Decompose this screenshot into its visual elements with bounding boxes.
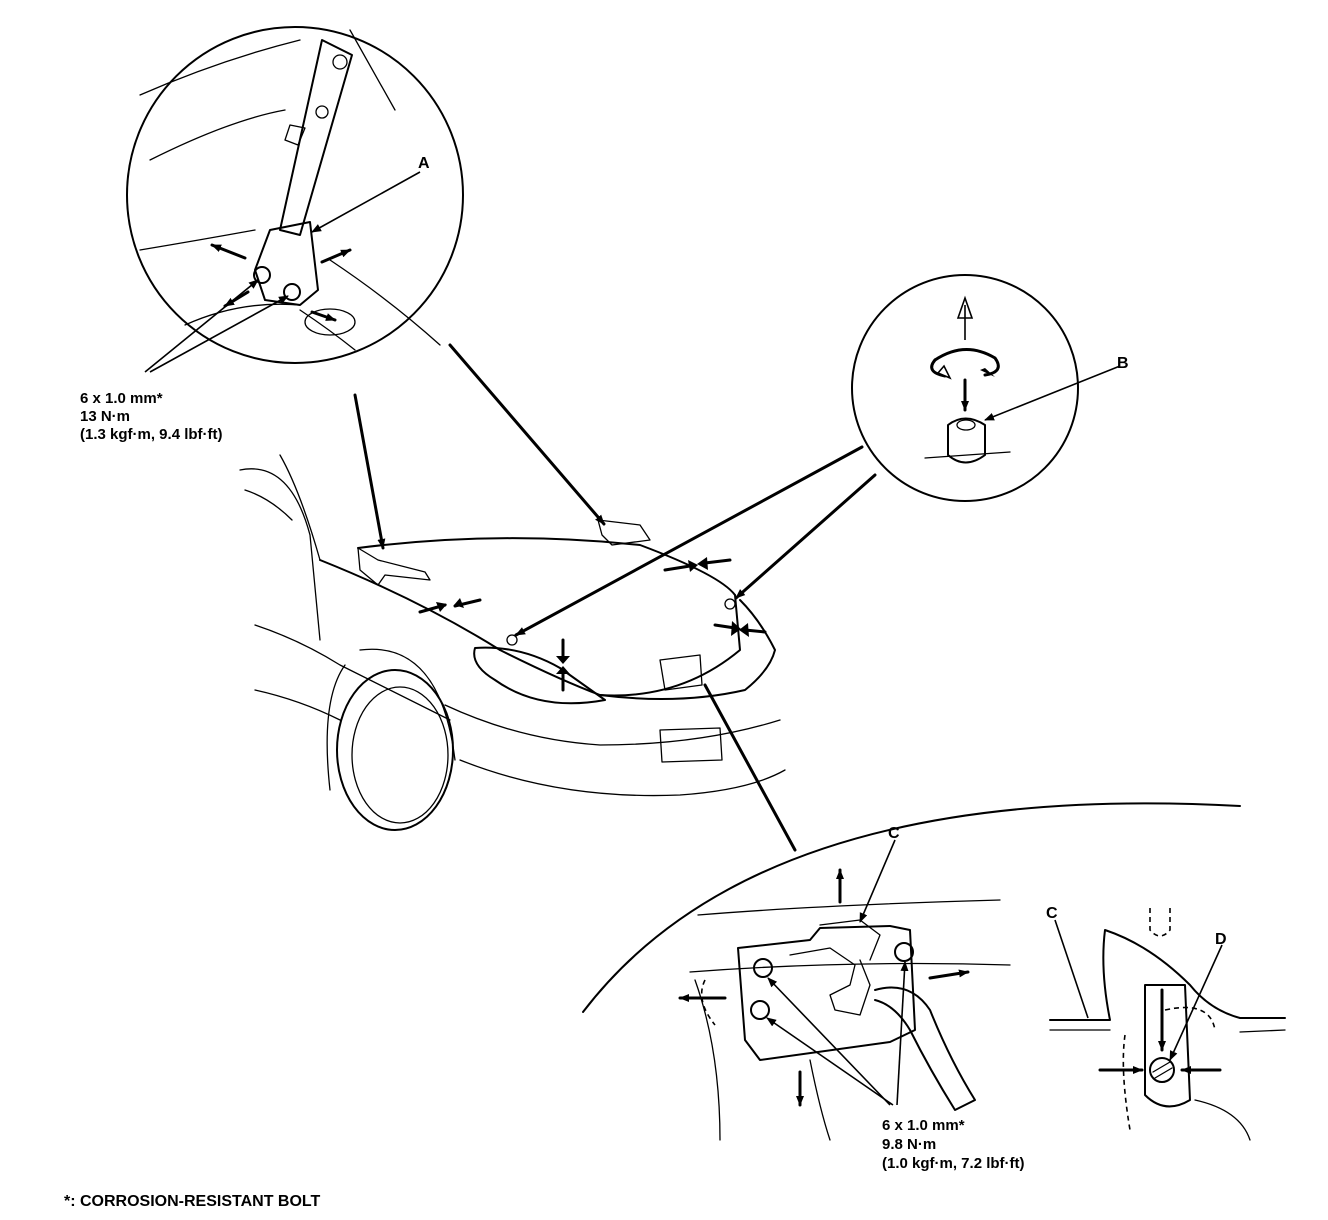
vehicle-front-view	[239, 454, 786, 831]
adjust-arrow-icon	[320, 248, 352, 264]
hood	[357, 537, 736, 596]
hood-striker	[1144, 984, 1191, 1108]
latch-bolt-size: 6 x 1.0 mm*	[882, 1117, 965, 1134]
hood-bumper-B	[947, 417, 986, 464]
hinge-arm	[279, 39, 353, 236]
callout-D-label: D	[1215, 931, 1227, 948]
striker-detail-view	[1049, 908, 1286, 1141]
right-arrow-icon	[928, 969, 970, 980]
callout-C-detail-label: C	[1046, 905, 1058, 922]
hinge-bolt-1	[253, 266, 271, 284]
hinge-detail-view	[126, 26, 464, 373]
hinge-bolt-torque: 13 N·m	[80, 408, 130, 425]
latch-bolt-torque: 9.8 N·m	[882, 1136, 936, 1153]
callout-C-detail-leader	[1054, 919, 1089, 1019]
hinge-bolt-torque-alt: (1.3 kgf·m, 9.4 lbf·ft)	[80, 426, 223, 443]
latch-bolt-1	[753, 958, 773, 978]
latch-bolt-2	[750, 1000, 770, 1020]
callout-C-leader	[859, 839, 896, 923]
latch-detail-view	[582, 802, 1241, 1141]
adjust-arrow-icon	[310, 310, 337, 322]
gap-arrows-icon	[663, 558, 732, 572]
footnote: *: CORROSION-RESISTANT BOLT	[64, 1193, 321, 1210]
hinge-bolt-size: 6 x 1.0 mm*	[80, 390, 163, 407]
callout-B-label: B	[1117, 355, 1129, 372]
hood-latch-C	[737, 925, 916, 1061]
up-arrow-icon	[956, 295, 974, 340]
adjust-arrow-icon	[210, 243, 247, 260]
latch-bolt-torque-alt: (1.0 kgf·m, 7.2 lbf·ft)	[882, 1155, 1025, 1172]
callout-B-leader	[984, 365, 1121, 421]
latch-D	[1149, 1057, 1175, 1083]
callout-D-leader	[1169, 944, 1223, 1061]
rotate-arrow-icon	[933, 348, 1000, 377]
gap-arrows-icon	[418, 598, 482, 614]
hood-bumper-detail-view	[851, 274, 1121, 502]
callout-A-leader	[311, 171, 421, 233]
callout-C-label: C	[888, 825, 900, 842]
callout-A-label: A	[418, 155, 430, 172]
hood-hinge-A	[254, 221, 319, 306]
latch-bolt-3	[894, 942, 914, 962]
hinge-bolt-2	[283, 283, 301, 301]
